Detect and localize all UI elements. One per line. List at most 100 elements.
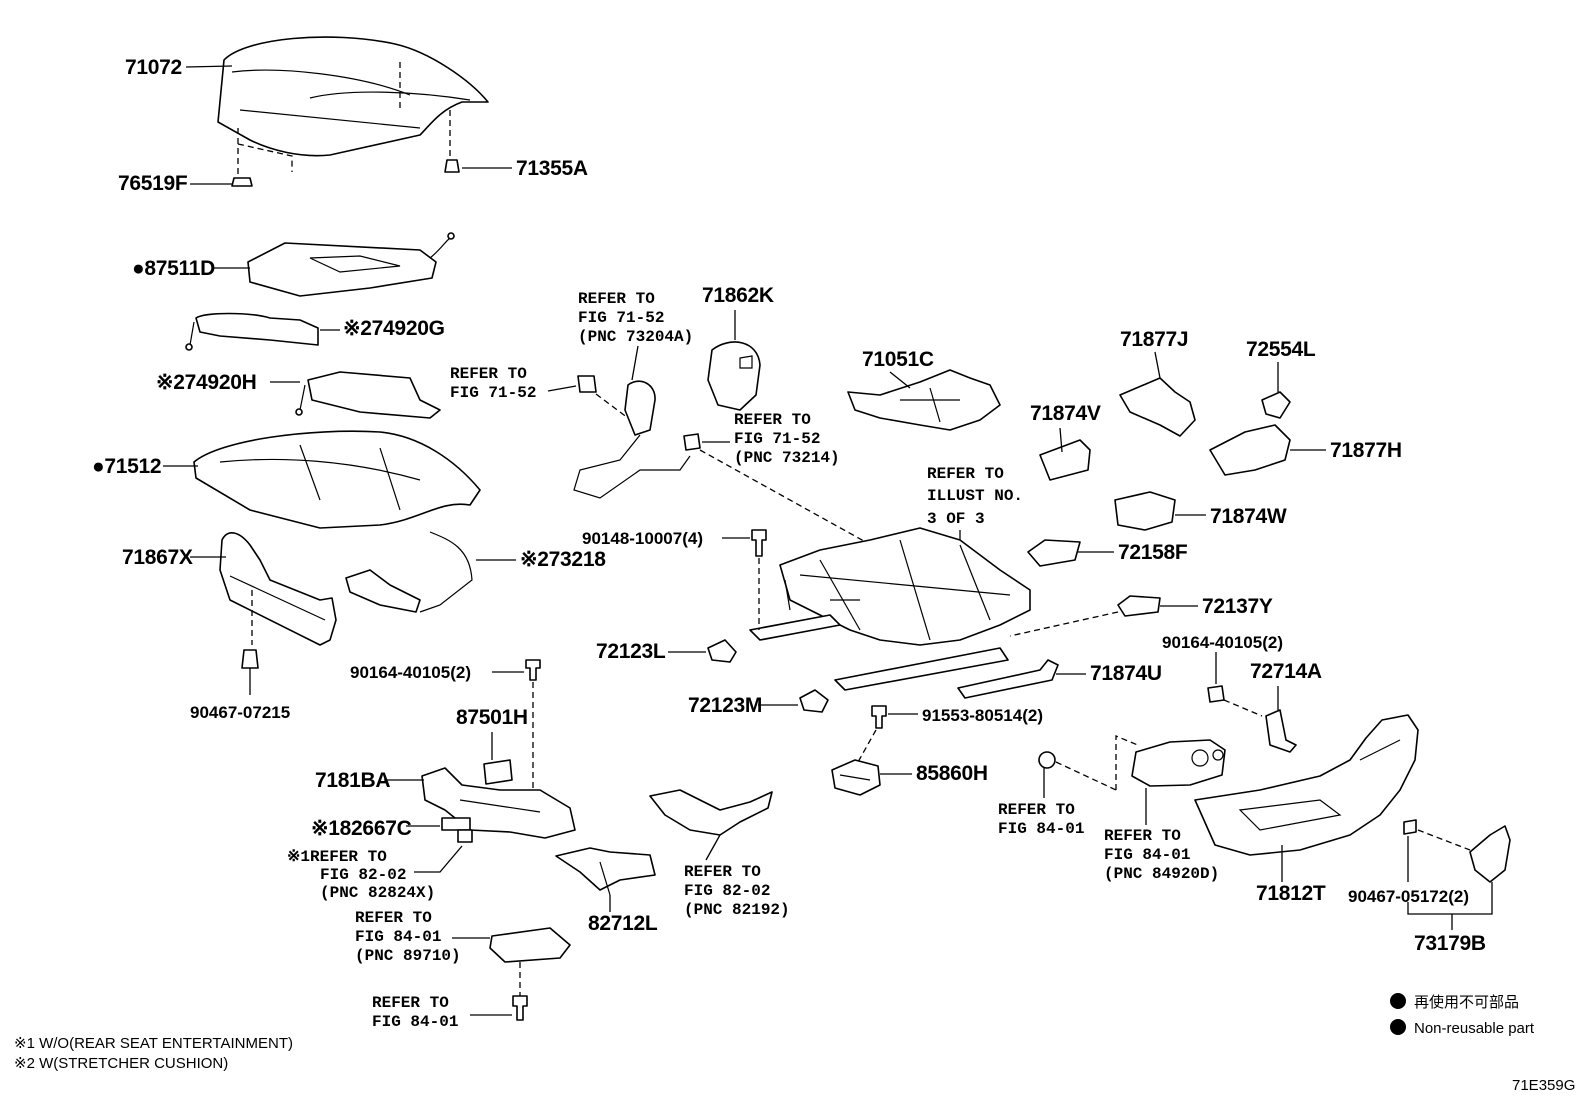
part-71-52-nut[interactable] bbox=[577, 375, 597, 393]
svg-text:FIG 84-01: FIG 84-01 bbox=[998, 820, 1084, 838]
legend: 再使用不可部品 Non-reusable part bbox=[1390, 993, 1535, 1037]
legend-bullet-jp bbox=[1390, 993, 1406, 1009]
label-90164-40105-right: 90164-40105(2) bbox=[1162, 633, 1283, 652]
label-71812T: 71812T bbox=[1256, 882, 1326, 905]
part-87501H-module[interactable] bbox=[483, 759, 513, 785]
ref-84-01-89710: REFER TO FIG 84-01 (PNC 89710) bbox=[355, 909, 461, 965]
ref-82-02-82192: REFER TO FIG 82-02 (PNC 82192) bbox=[684, 863, 790, 919]
label-71862K: 71862K bbox=[702, 284, 774, 307]
part-71812T-side-shield[interactable] bbox=[1194, 714, 1419, 856]
svg-text:(PNC 73214): (PNC 73214) bbox=[734, 449, 840, 467]
part-71874V-cover[interactable] bbox=[1039, 439, 1091, 481]
svg-text:REFER TO: REFER TO bbox=[1104, 827, 1181, 845]
part-84-01-bolt[interactable] bbox=[512, 995, 528, 1021]
label-71877J: 71877J bbox=[1120, 328, 1188, 351]
part-72158F-cover[interactable] bbox=[1027, 539, 1081, 567]
label-72554L: 72554L bbox=[1246, 338, 1316, 361]
part-89710-ecu[interactable] bbox=[489, 927, 571, 963]
svg-text:REFER TO: REFER TO bbox=[578, 290, 655, 308]
part-87511D-heater[interactable] bbox=[247, 232, 455, 297]
svg-text:(PNC 73204A): (PNC 73204A) bbox=[578, 328, 693, 346]
svg-text:FIG 71-52: FIG 71-52 bbox=[450, 384, 536, 402]
part-73179B-cover[interactable] bbox=[1469, 825, 1511, 883]
part-90164-40105-bolt-right[interactable] bbox=[1207, 685, 1225, 703]
svg-text:REFER TO: REFER TO bbox=[450, 365, 527, 383]
part-73214-nut[interactable] bbox=[683, 433, 701, 451]
svg-text:FIG 71-52: FIG 71-52 bbox=[734, 430, 820, 448]
ref-84-01-bottom: REFER TO FIG 84-01 bbox=[372, 994, 458, 1031]
legend-en: Non-reusable part bbox=[1414, 1020, 1535, 1037]
label-182667C: ※182667C bbox=[311, 817, 412, 840]
part-71874U-cover[interactable] bbox=[957, 659, 1059, 699]
label-91553-80514: 91553-80514(2) bbox=[922, 706, 1043, 725]
part-76519F-clip[interactable] bbox=[231, 177, 253, 187]
part-73204A-harness[interactable] bbox=[573, 380, 691, 499]
svg-text:FIG 71-52: FIG 71-52 bbox=[578, 309, 664, 327]
part-71867X-side-cover[interactable] bbox=[219, 532, 337, 646]
svg-text:REFER TO: REFER TO bbox=[927, 465, 1004, 483]
part-72137Y-cover[interactable] bbox=[1117, 595, 1161, 617]
svg-text:(PNC 89710): (PNC 89710) bbox=[355, 947, 461, 965]
part-274920G-harness[interactable] bbox=[185, 312, 319, 351]
part-71877J-cover[interactable] bbox=[1119, 377, 1196, 437]
part-91553-80514-bolt[interactable] bbox=[871, 705, 887, 729]
part-71051C-frame[interactable] bbox=[847, 369, 1001, 431]
part-274920H-harness[interactable] bbox=[295, 371, 441, 419]
part-72123M-cover[interactable] bbox=[799, 689, 829, 713]
label-90164-40105-left: 90164-40105(2) bbox=[350, 663, 471, 682]
part-71877H-cover[interactable] bbox=[1209, 424, 1291, 476]
part-84920D-switch[interactable] bbox=[1131, 739, 1226, 787]
svg-text:※1REFER TO: ※1REFER TO bbox=[287, 848, 387, 866]
label-274920G: ※274920G bbox=[343, 317, 445, 340]
legend-bullet-en bbox=[1390, 1019, 1406, 1035]
label-71051C: 71051C bbox=[862, 348, 934, 371]
svg-text:REFER TO: REFER TO bbox=[684, 863, 761, 881]
part-90148-10007-bolt[interactable] bbox=[751, 529, 767, 557]
legend-jp: 再使用不可部品 bbox=[1414, 994, 1519, 1011]
svg-text:REFER TO: REFER TO bbox=[998, 801, 1075, 819]
svg-text:(PNC 82824X): (PNC 82824X) bbox=[320, 884, 435, 902]
part-71072-cushion-cover[interactable] bbox=[217, 36, 489, 178]
part-84-01-screw[interactable] bbox=[1038, 751, 1056, 769]
svg-text:FIG 84-01: FIG 84-01 bbox=[372, 1013, 458, 1031]
svg-text:3 OF 3: 3 OF 3 bbox=[927, 510, 985, 528]
label-71512: ●71512 bbox=[92, 455, 161, 478]
part-71355A-clip[interactable] bbox=[444, 159, 460, 173]
part-71512-cushion-pad[interactable] bbox=[193, 430, 481, 529]
svg-text:FIG 82-02: FIG 82-02 bbox=[320, 866, 406, 884]
label-71874W: 71874W bbox=[1210, 505, 1287, 528]
part-90467-07215-clip[interactable] bbox=[241, 649, 259, 669]
part-72714A-cover[interactable] bbox=[1265, 709, 1297, 753]
part-71874W-cover[interactable] bbox=[1114, 491, 1176, 531]
label-87511D: ●87511D bbox=[132, 257, 215, 280]
label-71874U: 71874U bbox=[1090, 662, 1162, 685]
part-72123L-cover[interactable] bbox=[707, 639, 737, 663]
label-90467-05172: 90467-05172(2) bbox=[1348, 887, 1469, 906]
part-90164-40105-bolt-left[interactable] bbox=[525, 659, 541, 681]
label-72123M: 72123M bbox=[688, 694, 762, 717]
label-274920H: ※274920H bbox=[156, 371, 256, 394]
part-71862K-cover[interactable] bbox=[707, 341, 761, 411]
part-82712L-bracket[interactable] bbox=[555, 847, 656, 896]
part-72554L-knob[interactable] bbox=[1261, 391, 1291, 419]
part-90467-05172-clip[interactable] bbox=[1403, 819, 1417, 835]
label-72714A: 72714A bbox=[1250, 660, 1322, 683]
label-85860H: 85860H bbox=[916, 762, 988, 785]
footnote-1: ※1 W/O(REAR SEAT ENTERTAINMENT) bbox=[14, 1035, 293, 1052]
part-273218-cable[interactable] bbox=[345, 531, 473, 613]
label-71874V: 71874V bbox=[1030, 402, 1101, 425]
part-182667C-connector[interactable] bbox=[441, 817, 473, 843]
ref-71-52-73214: REFER TO FIG 71-52 (PNC 73214) bbox=[734, 411, 840, 467]
part-seat-track-assembly[interactable] bbox=[749, 527, 1031, 691]
label-90467-07215: 90467-07215 bbox=[190, 703, 290, 722]
part-82192-bracket[interactable] bbox=[649, 789, 773, 836]
label-72123L: 72123L bbox=[596, 640, 666, 663]
label-73179B: 73179B bbox=[1414, 932, 1486, 955]
part-85860H-motor[interactable] bbox=[831, 759, 881, 796]
label-71072: 71072 bbox=[125, 56, 182, 79]
label-71355A: 71355A bbox=[516, 157, 588, 180]
label-273218: ※273218 bbox=[520, 548, 606, 571]
label-72137Y: 72137Y bbox=[1202, 595, 1273, 618]
